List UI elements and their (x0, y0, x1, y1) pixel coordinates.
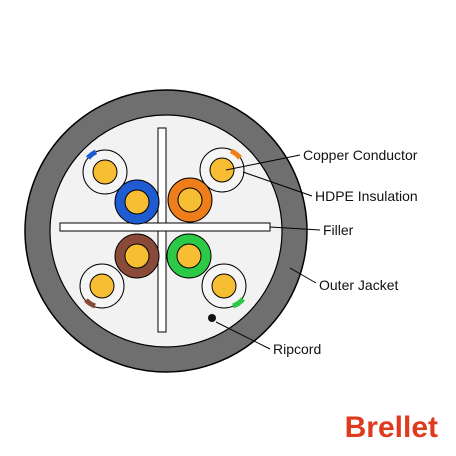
blue-striped-wire (82, 149, 128, 195)
blue-pair (82, 149, 160, 225)
green-stripe (232, 297, 245, 309)
label-hdpe-insulation: HDPE Insulation (315, 188, 418, 204)
leader-ripcord (215, 321, 271, 350)
copper-conductor (177, 187, 203, 213)
orange-solid-wire (167, 177, 213, 223)
blue-solid-wire (114, 179, 160, 225)
copper-conductor (176, 243, 202, 269)
green-striped-wire (201, 263, 247, 309)
brown-striped-wire (79, 263, 125, 309)
label-filler: Filler (323, 222, 354, 238)
brown-solid-wire (114, 233, 160, 279)
copper-conductor (124, 189, 150, 215)
copper-conductor (124, 243, 150, 269)
label-ripcord: Ripcord (273, 341, 321, 357)
ripcord (208, 314, 216, 322)
copper-conductor (209, 157, 235, 183)
copper-conductor (211, 273, 237, 299)
label-outer-jacket: Outer Jacket (319, 277, 398, 293)
orange-pair (167, 147, 245, 223)
copper-conductor (92, 159, 118, 185)
leader-lines (215, 154, 321, 350)
leader-filler (269, 226, 321, 231)
filler-center (159, 224, 165, 230)
brand-logo: Brellet (345, 411, 438, 444)
orange-striped-wire (199, 147, 245, 193)
leader-copper-conductor (225, 154, 301, 171)
copper-conductor (89, 273, 115, 299)
green-pair (166, 233, 247, 309)
orange-stripe (229, 148, 242, 160)
label-copper-conductor: Copper Conductor (303, 147, 418, 163)
blue-stripe (86, 149, 98, 160)
leader-outer-jacket (289, 267, 317, 284)
leader-hdpe-insulation (242, 171, 313, 197)
brown-stripe (84, 298, 96, 309)
green-solid-wire (166, 233, 212, 279)
brown-pair (79, 233, 160, 309)
